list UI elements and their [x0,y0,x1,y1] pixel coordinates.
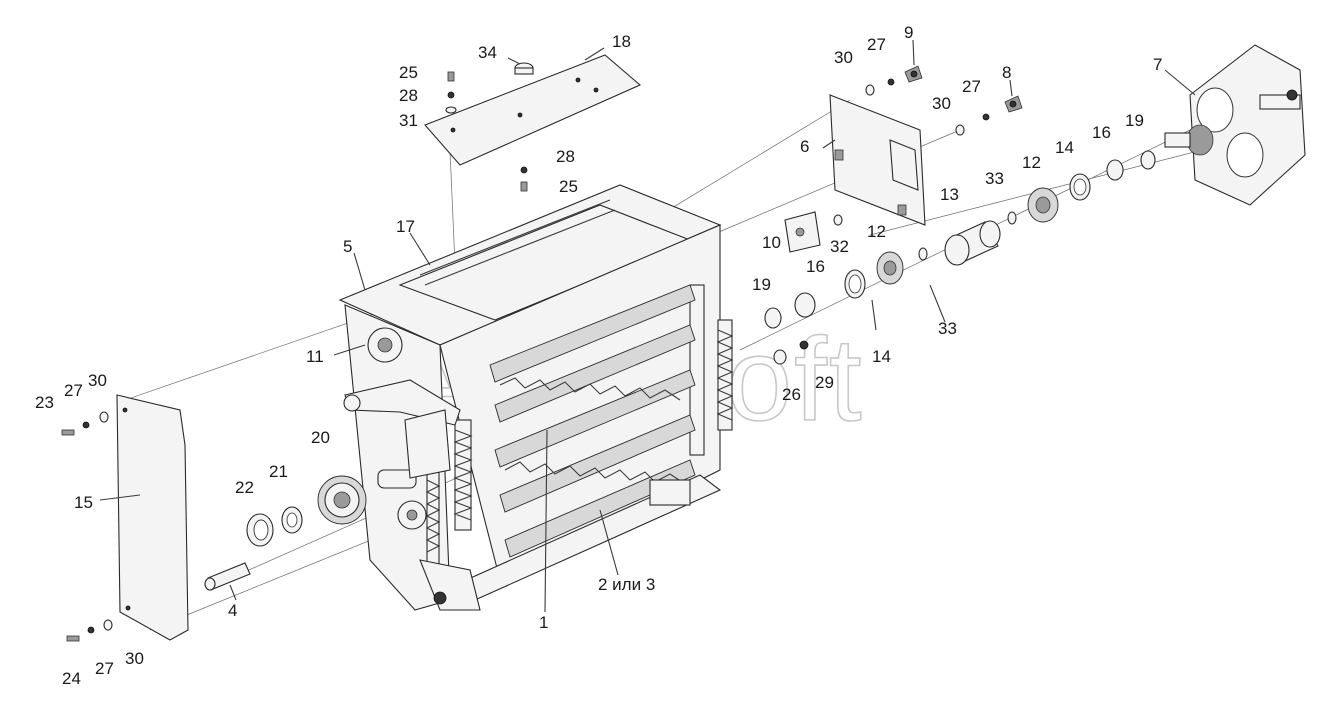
label-part-4: 4 [228,601,237,620]
part-22-ring [246,513,274,547]
label-part-30d: 30 [125,649,144,668]
part-16-bearing [1106,159,1124,181]
label-part-10: 10 [762,233,781,252]
fasteners-left [61,411,113,642]
label-part-25a: 25 [399,63,418,82]
label-part-30c: 30 [88,371,107,390]
label-part-14a: 14 [1055,138,1074,157]
part-19-washer-2 [764,307,782,329]
label-part-9: 9 [904,23,913,42]
part-19-washer [1140,150,1156,170]
part-33-ring-2 [918,247,928,261]
label-part-21: 21 [269,462,288,481]
fasteners-cover [445,71,528,192]
part-33-ring [1007,211,1017,225]
label-part-27c: 27 [64,381,83,400]
label-part-11: 11 [306,347,324,366]
part-9-wing-nut [904,65,923,83]
label-part-31: 31 [399,111,418,130]
leader-lines [99,39,1196,613]
part-12-gear-2 [876,251,904,285]
label-part-33b: 33 [938,319,957,338]
part-number-labels: 1 2 или 3 4 5 6 7 8 9 10 11 12 12 13 14 … [35,23,1162,688]
main-housing [338,184,734,611]
label-part-7: 7 [1153,55,1162,74]
label-part-20: 20 [311,428,330,447]
label-part-12b: 12 [867,222,886,241]
part-26-nut [773,349,787,365]
part-8-wing-nut [1004,95,1023,113]
part-13-sleeve [944,220,1001,266]
label-part-27d: 27 [95,659,114,678]
part-4-pin [204,562,251,591]
part-15-side-panel [116,394,189,641]
label-part-17: 17 [396,217,415,236]
label-part-15: 15 [74,493,93,512]
label-part-5: 5 [343,237,352,256]
part-12-gear [1027,187,1059,223]
label-part-30a: 30 [834,48,853,67]
part-21-washer [281,506,303,534]
part-20-sprocket [317,475,367,525]
fasteners-right-top [865,78,990,136]
label-part-1: 1 [539,613,548,632]
part-10-bracket [784,211,821,253]
part-29-nut [799,340,809,350]
part-34-knob [514,62,534,75]
label-part-23: 23 [35,393,54,412]
label-part-16a: 16 [1092,123,1111,142]
label-part-16b: 16 [806,257,825,276]
part-32-washer [833,214,843,226]
label-part-18: 18 [612,32,631,51]
label-part-27b: 27 [962,77,981,96]
label-part-30b: 30 [932,94,951,113]
label-part-32: 32 [830,237,849,256]
label-part-19a: 19 [1125,111,1144,130]
label-part-24: 24 [62,669,81,688]
label-part-33a: 33 [985,169,1004,188]
label-part-8: 8 [1002,63,1011,82]
label-part-27a: 27 [867,35,886,54]
label-part-29: 29 [815,373,834,392]
label-part-13: 13 [940,185,959,204]
label-part-28b: 28 [556,147,575,166]
part-16-bearing-2 [794,292,816,318]
label-part-12a: 12 [1022,153,1041,172]
label-part-19b: 19 [752,275,771,294]
label-part-26: 26 [782,385,801,404]
label-part-22: 22 [235,478,254,497]
label-part-6: 6 [800,137,809,156]
part-18-cover-plate [424,54,642,166]
label-part-34: 34 [478,43,497,62]
part-7-gearbox [1164,44,1306,206]
part-6-guard-plate [829,94,926,226]
label-part-28a: 28 [399,86,418,105]
label-part-14b: 14 [872,347,891,366]
label-part-2-or-3: 2 или 3 [598,575,655,594]
label-part-25b: 25 [559,177,578,196]
